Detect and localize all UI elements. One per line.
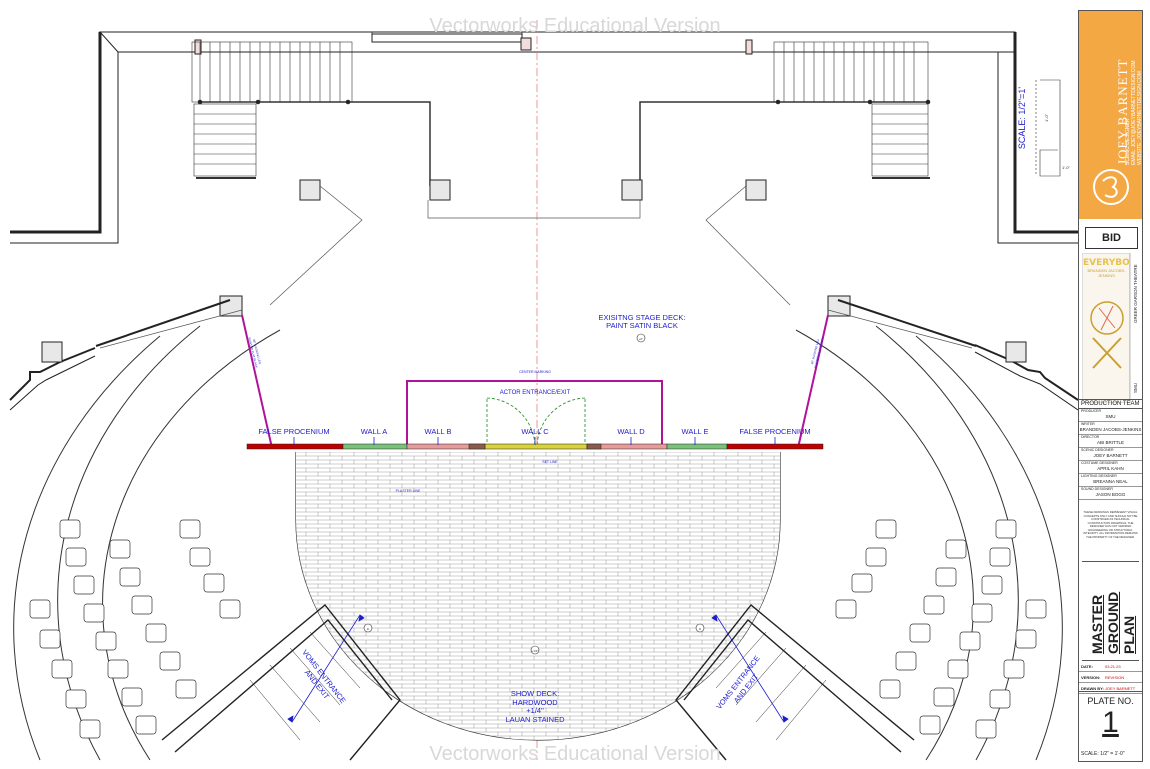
wall-a-label: WALL A [361,427,388,436]
stair-left [191,41,431,186]
wall-c-label: WALL C [521,427,549,436]
seating [29,519,1047,739]
detail-dim-a: 1'-0" [1062,165,1071,170]
wall-units [246,443,824,450]
scale-footer: SCALE: 1/2" = 1'-0" [1081,751,1125,757]
show-art-illustration-icon [1090,301,1124,369]
masking-walls [241,314,829,449]
show-deck-label-4: LAUAN STAINED [505,715,565,724]
show-art: EVERYBODY BRANDEN JACOBS-JENKINS [1082,253,1131,403]
venue-name: GREER GARSON THEATRE [1133,264,1138,323]
right-slant-label-1: 36" MASKING LEG [810,338,820,365]
vom-left [161,604,401,761]
plaster-line-label: PLASTER LINE [396,489,421,493]
show-deck-label-3: +1/4" [526,706,544,715]
plate-title-line-2: GROUND [1105,591,1121,654]
stage-outline [95,185,977,349]
left-slant-label-1: 36" MASKING LEG [252,339,262,366]
building-walls [9,31,1078,411]
actor-entrance-label: ACTOR ENTRANCE/EXIT [500,390,571,396]
columns [41,179,1027,363]
plate-label: PLATE NO. [1087,696,1134,706]
plate-meta: DATE:03.21.23 VERSION:REVISION DRAWN BY:… [1079,661,1142,694]
tag-vom-right: D [699,627,702,631]
vom-arrows [287,614,789,723]
drawn-row: DRAWN BY:JOEY BARNETT [1079,683,1142,694]
tag-deck: +1/4" [532,649,539,653]
bid-label: BID [1085,227,1138,249]
detail-dim-b: 1'-0" [1044,113,1049,122]
date-row: DATE:03.21.23 [1079,661,1142,672]
center-marking-label: CENTER MARKING [519,370,551,374]
wall-d-label: WALL D [617,427,645,436]
stair-right [639,41,931,186]
watermark-bottom: Vectorworks Educational Version [429,743,720,765]
designer-logo-panel: JOEY BARNETT SCENIC DESIGNER EMAIL: JOEY… [1079,11,1143,219]
plate-number: 1 [1102,706,1119,739]
false-procenium-left: FALSE PROCENIUM [258,427,329,436]
left-slant-label-2: PAINTED FLAT BLACK [247,337,258,368]
existing-deck-label-2: PAINT SATIN BLACK [606,321,678,330]
plate-number-box: PLATE NO. 1 [1079,691,1142,748]
scale-detail [1035,79,1061,177]
title-block: JOEY BARNETT SCENIC DESIGNER EMAIL: JOEY… [1078,10,1143,762]
label-arrows [293,437,776,445]
designer-info: JOEY BARNETT SCENIC DESIGNER EMAIL: JOEY… [1081,15,1143,166]
scale-label: SCALE: 1/2"=1' [1017,87,1027,149]
plate-title: MASTER GROUND PLAN [1082,561,1139,661]
venue-strip: GREER GARSON THEATRE SMU [1129,253,1142,401]
watermark-top: Vectorworks Educational Version [429,15,720,37]
tag-vom-left: D [367,627,370,631]
designer-web: WEBSITE: JOEYBARNETTDESIGN.COM [1137,71,1143,165]
designer-monogram-icon [1093,169,1129,205]
show-deck-label-1: SHOW DECK: [511,689,559,698]
show-subtitle: BRANDEN JACOBS-JENKINS [1087,268,1126,278]
tag-top: +0" [639,337,644,341]
wall-b-label: WALL B [425,427,452,436]
ground-plan-drawing: Vectorworks Educational Version Vectorwo… [9,15,1078,765]
disclaimer: THESE DRAWINGS REPRESENT VISUAL CONCEPTS… [1083,510,1138,539]
elevation-markers [363,333,705,655]
production-team-header: PRODUCTION TEAM [1079,399,1142,409]
false-procenium-right: FALSE PROCENIUM [739,427,810,436]
school-name: SMU [1133,383,1138,393]
wall-e-label: WALL E [682,427,709,436]
set-line-label: SET LINE [542,460,558,464]
show-title: EVERYBODY [1083,258,1130,268]
vom-right [675,604,915,761]
plate-title-line-3: PLAN [1121,615,1137,654]
existing-deck-label-1: EXISITNG STAGE DECK: [599,313,686,322]
version-row: VERSION:REVISION [1079,672,1142,683]
actor-doors [486,397,586,448]
plate-title-line-1: MASTER [1089,594,1105,654]
right-slant-label-2: PAINTED FLAT BLACK [813,337,824,368]
show-deck-label-2: HARDWOOD [512,698,558,707]
